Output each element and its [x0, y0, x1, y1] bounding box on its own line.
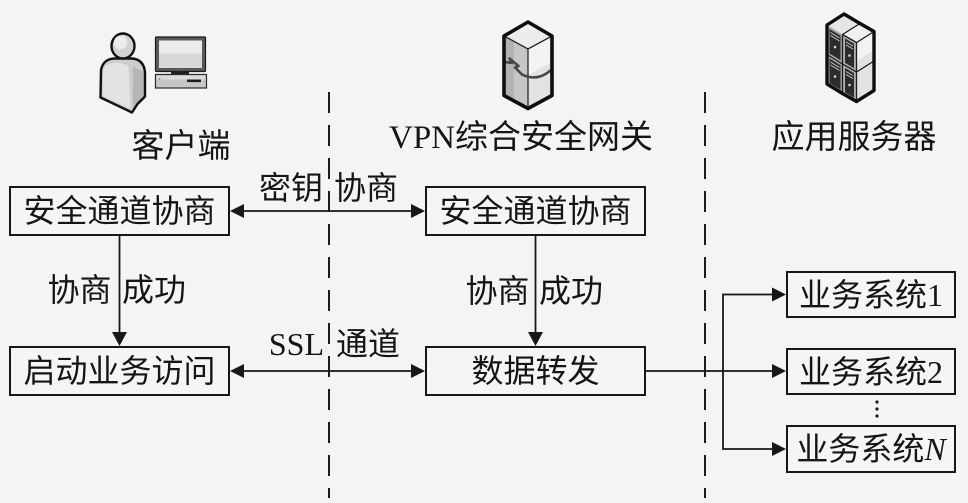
drive-slot	[187, 79, 201, 83]
edge-label-ssl-tunnel-right: 通道	[336, 326, 401, 362]
arrowhead-right	[772, 442, 786, 456]
arrowhead-left	[230, 364, 244, 378]
edge-key-negotiation	[230, 204, 425, 218]
node-index: 2	[927, 353, 943, 390]
edge-forward-system-n	[722, 370, 786, 456]
server-front-right-highlight	[856, 31, 874, 61]
lane-title-gateway: VPN综合安全网关	[388, 119, 654, 156]
server-led	[848, 54, 851, 57]
arrowhead-down	[112, 332, 127, 346]
lane-title-client: 客户端	[131, 128, 231, 165]
user-body-highlight	[103, 62, 131, 109]
edge-forward-system-2	[646, 364, 786, 378]
monitor-screen-glare	[159, 40, 202, 54]
edge-label-key-negotiation-right: 协商	[334, 170, 399, 206]
gateway-left-face-shade	[504, 36, 514, 101]
node-client-start-service-access: 启动业务访问	[9, 346, 230, 396]
edge-ssl-tunnel	[230, 364, 425, 378]
edge-label-key-negotiation-left: 密钥	[258, 170, 323, 206]
monitor-stand	[171, 71, 189, 75]
arrowhead-right	[772, 287, 786, 302]
server-drive-slots	[830, 32, 854, 79]
node-client-secure-channel-negotiation: 安全通道协商	[9, 186, 230, 236]
node-label: 启动业务访问	[23, 353, 216, 389]
arrowhead-down	[528, 332, 543, 346]
node-label: 业务系统	[798, 276, 927, 313]
user-icon	[99, 32, 147, 114]
server-outline	[825, 12, 876, 104]
computer-icon	[154, 36, 208, 89]
vpn-gateway-icon	[502, 20, 554, 111]
gateway-inner-edges	[503, 35, 553, 109]
vertical-ellipsis	[875, 400, 879, 418]
edge-client-negotiation-success	[112, 236, 127, 346]
arrowhead-left	[230, 204, 244, 218]
node-label: 业务系统	[796, 431, 925, 467]
node-gateway-secure-channel-negotiation: 安全通道协商	[425, 186, 646, 236]
server-led	[833, 75, 837, 78]
gateway-tunnel-arrow	[503, 57, 552, 79]
node-index: N	[924, 431, 946, 467]
lane-title-app-server: 应用服务器	[771, 119, 937, 156]
user-body-outline	[99, 57, 147, 114]
edge-gateway-negotiation-success	[528, 236, 543, 346]
connector-line	[722, 293, 773, 372]
server-led	[848, 83, 851, 87]
node-label: 数据转发	[471, 353, 600, 389]
node-gateway-data-forwarding: 数据转发	[425, 346, 646, 396]
user-head-highlight	[114, 35, 127, 50]
arrowhead-right	[772, 364, 786, 378]
ellipsis-dot	[875, 407, 879, 411]
node-index: 1	[927, 276, 943, 313]
node-label: 业务系统	[798, 353, 927, 390]
gateway-outline	[502, 20, 554, 111]
connector-line	[722, 370, 773, 450]
node-label: 安全通道协商	[23, 193, 216, 229]
edge-label-gateway-success-left: 协商	[465, 273, 530, 309]
server-panel	[845, 67, 854, 98]
arrowhead-right	[411, 364, 425, 378]
edge-label-ssl-tunnel-left: SSL	[268, 326, 324, 362]
edge-label-client-success-right: 成功	[122, 272, 187, 308]
desktop-unit-highlight	[156, 75, 206, 80]
ellipsis-dot	[875, 400, 879, 404]
arrowhead-right	[411, 204, 425, 218]
edge-forward-system-1	[722, 287, 786, 372]
server-panel	[845, 38, 854, 69]
server-led	[833, 45, 837, 49]
power-led	[158, 78, 161, 80]
ellipsis-dot	[875, 414, 879, 418]
edge-label-gateway-success-right: 成功	[539, 273, 604, 309]
server-cluster-icon	[825, 12, 876, 104]
server-seams	[826, 22, 875, 102]
node-label: 安全通道协商	[439, 193, 632, 229]
edge-label-client-success-left: 协商	[47, 272, 112, 308]
